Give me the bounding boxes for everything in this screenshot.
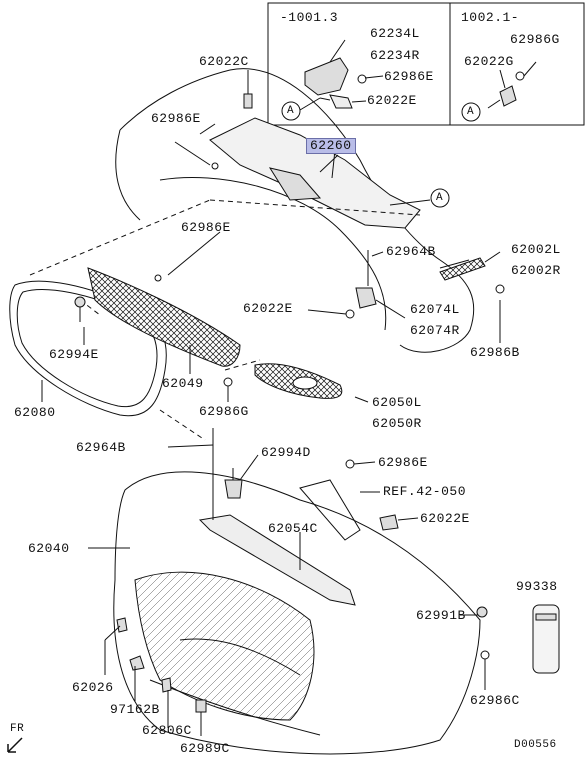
upper-support-62260 <box>209 117 421 229</box>
label-62022G: 62022G <box>464 54 514 69</box>
label-62022C: 62022C <box>199 54 249 69</box>
label-62986E-low: 62986E <box>378 455 428 470</box>
label-62022E-low: 62022E <box>420 511 470 526</box>
label-62986E-inset: 62986E <box>384 69 434 84</box>
label-ref-42-050: REF.42-050 <box>383 484 467 499</box>
label-62022E-inset: 62022E <box>367 93 417 108</box>
label-62234L: 62234L <box>370 26 420 41</box>
label-62002L: 62002L <box>511 242 561 257</box>
label-99338: 99338 <box>516 579 558 594</box>
bumper-cover-62040 <box>113 471 481 755</box>
mesh-grille-62049 <box>87 267 241 367</box>
label-62964B-left: 62964B <box>76 440 126 455</box>
label-62026: 62026 <box>72 680 114 695</box>
label-62806C: 62806C <box>142 723 192 738</box>
sealant-tube-99338 <box>532 604 560 674</box>
label-62964B-right: 62964B <box>386 244 436 259</box>
label-62022E-mid: 62022E <box>243 301 293 316</box>
label-62986G: 62986G <box>199 404 249 419</box>
label-62986E-top: 62986E <box>151 111 201 126</box>
reinforcement-62054C <box>198 514 356 606</box>
label-62050R: 62050R <box>372 416 422 431</box>
inset-left-header: -1001.3 <box>280 10 339 25</box>
label-62986E-mid: 62986E <box>181 220 231 235</box>
label-62049: 62049 <box>162 376 204 391</box>
inset-frame-right <box>449 2 585 126</box>
bracket-62234 <box>304 57 349 96</box>
label-62074R: 62074R <box>410 323 460 338</box>
leader-lines <box>41 70 501 736</box>
diagram-code: D00556 <box>514 739 557 751</box>
label-62986C: 62986C <box>470 693 520 708</box>
label-62054C: 62054C <box>268 521 318 536</box>
front-arrow-icon <box>7 737 23 753</box>
marker-A-right: A <box>467 106 475 118</box>
label-62260-highlight[interactable]: 62260 <box>306 138 356 154</box>
label-62050L: 62050L <box>372 395 422 410</box>
label-62986G-inset: 62986G <box>510 32 560 47</box>
marker-A-main: A <box>436 192 444 204</box>
marker-A-left: A <box>287 105 295 117</box>
label-62080: 62080 <box>14 405 56 420</box>
label-direction: FR <box>10 723 25 735</box>
label-62989C: 62989C <box>180 741 230 756</box>
label-62002R: 62002R <box>511 263 561 278</box>
label-97162B: 97162B <box>110 702 160 717</box>
label-62994E: 62994E <box>49 347 99 362</box>
label-62991B: 62991B <box>416 608 466 623</box>
label-62986B: 62986B <box>470 345 520 360</box>
label-62234R: 62234R <box>370 48 420 63</box>
label-62074L: 62074L <box>410 302 460 317</box>
label-62040: 62040 <box>28 541 70 556</box>
label-62994D: 62994D <box>261 445 311 460</box>
inset-right-header: 1002.1- <box>461 10 520 25</box>
